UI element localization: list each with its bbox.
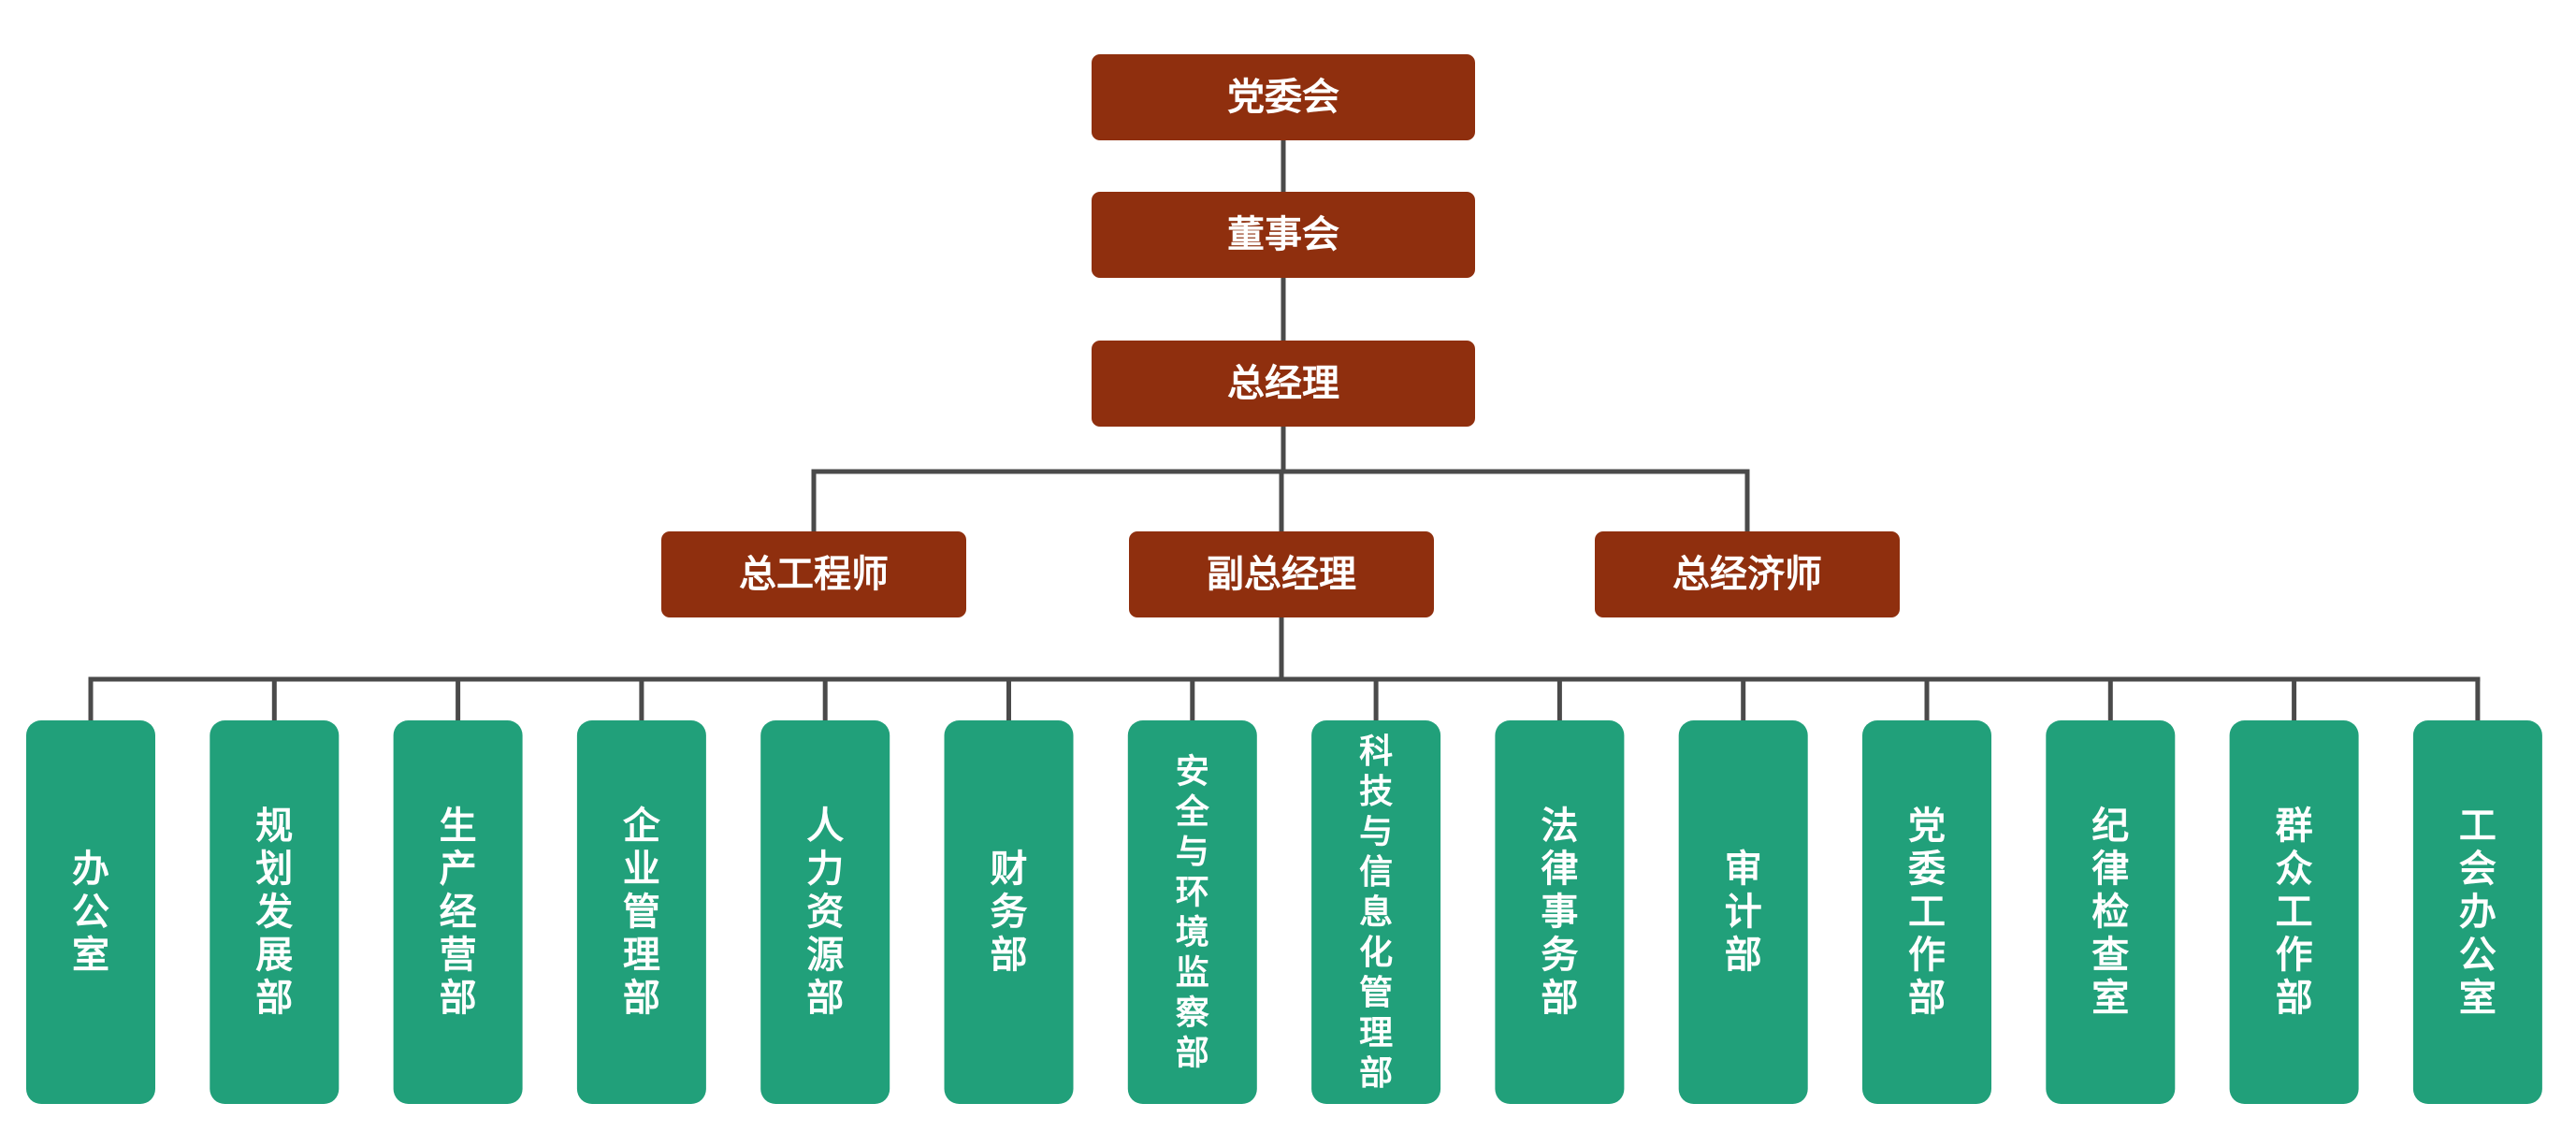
org-node-label: 董事会 <box>1227 213 1339 256</box>
org-node-party-committee: 党委会 <box>1092 54 1475 140</box>
department-box <box>1862 720 1991 1104</box>
org-node-general-manager: 总经理 <box>1092 341 1475 427</box>
department-enterprise-management: 企业管理部 <box>576 720 706 1104</box>
department-box <box>1127 720 1257 1104</box>
department-planning-development: 规划发展部 <box>210 720 340 1104</box>
department-human-resources: 人力资源部 <box>760 720 890 1104</box>
department-label: 企业管理部 <box>623 805 661 1020</box>
department-box <box>944 720 1074 1104</box>
department-box <box>26 720 155 1104</box>
department-mass-work: 群众工作部 <box>2229 720 2359 1104</box>
department-office: 办公室 <box>26 720 155 1104</box>
department-label: 财务部 <box>991 848 1028 977</box>
org-node-box <box>1092 54 1475 140</box>
org-node-board-of-directors: 董事会 <box>1092 192 1475 278</box>
department-label: 法律事务部 <box>1541 805 1578 1020</box>
org-node-label: 党委会 <box>1227 76 1339 119</box>
org-node-label: 总经济师 <box>1672 553 1822 596</box>
department-audit: 审计部 <box>1678 720 1808 1104</box>
department-union-office: 工会办公室 <box>2412 720 2542 1104</box>
department-label: 人力资源部 <box>806 805 844 1020</box>
department-label: 审计部 <box>1725 848 1762 977</box>
org-node-box <box>1092 341 1475 427</box>
org-node-label: 副总经理 <box>1207 553 1356 596</box>
department-label: 科技与信息化管理部 <box>1359 733 1393 1093</box>
department-nodes: 办公室 规划发展部 生产经营部 企业管理部 人力资源部 财务部 安全与环境监察部 科技与信息化… <box>26 720 2542 1104</box>
department-label: 纪律检查室 <box>2091 805 2129 1020</box>
department-box <box>210 720 340 1104</box>
org-node-box <box>1595 531 1900 617</box>
department-box <box>2229 720 2359 1104</box>
org-node-chief-engineer: 总工程师 <box>661 531 966 617</box>
department-party-work: 党委工作部 <box>1862 720 1991 1104</box>
department-box <box>1495 720 1625 1104</box>
org-node-box <box>661 531 966 617</box>
org-node-box <box>1129 531 1434 617</box>
department-label: 安全与环境监察部 <box>1175 752 1210 1072</box>
department-box <box>2046 720 2176 1104</box>
org-node-deputy-general-manager: 副总经理 <box>1129 531 1434 617</box>
connector-lines <box>88 138 2481 723</box>
department-finance: 财务部 <box>944 720 1074 1104</box>
department-label: 生产经营部 <box>440 805 477 1020</box>
department-box <box>2412 720 2542 1104</box>
department-discipline-inspection: 纪律检查室 <box>2046 720 2176 1104</box>
org-node-chief-economist: 总经济师 <box>1595 531 1900 617</box>
department-legal-affairs: 法律事务部 <box>1495 720 1625 1104</box>
department-label: 工会办公室 <box>2459 805 2496 1020</box>
department-safety-environment: 安全与环境监察部 <box>1127 720 1257 1104</box>
department-label: 规划发展部 <box>255 805 293 1020</box>
org-node-label: 总经理 <box>1227 362 1339 405</box>
department-production-operations: 生产经营部 <box>393 720 523 1104</box>
department-box <box>576 720 706 1104</box>
department-box <box>760 720 890 1104</box>
org-node-box <box>1092 192 1475 278</box>
department-technology-it: 科技与信息化管理部 <box>1311 720 1441 1104</box>
department-label: 办公室 <box>72 848 109 977</box>
department-label: 党委工作部 <box>1908 805 1946 1020</box>
department-label: 群众工作部 <box>2276 805 2313 1020</box>
department-box <box>1678 720 1808 1104</box>
department-box <box>1311 720 1441 1104</box>
org-node-label: 总工程师 <box>739 553 889 596</box>
department-box <box>393 720 523 1104</box>
